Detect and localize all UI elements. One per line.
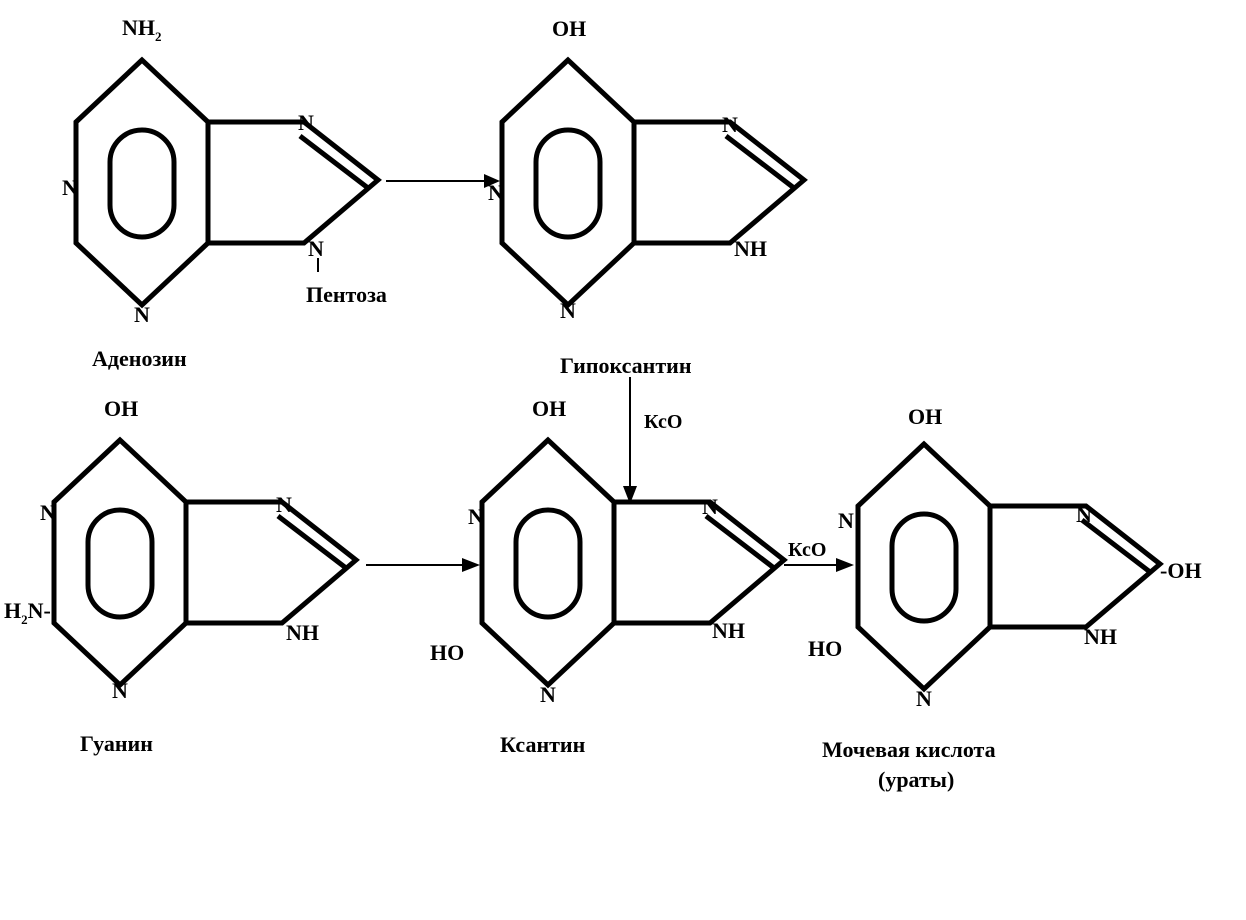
- xanthine-n1: N: [468, 504, 484, 529]
- adenosine-n7: N: [298, 110, 314, 135]
- hypoxanthine-structure: OH N N N NH: [488, 16, 804, 323]
- xanthine-hydroxyl: OH: [532, 396, 566, 421]
- hypoxanthine-n7: N: [722, 112, 738, 137]
- enzyme-label-xanthine-uric-acid: КсО: [788, 539, 826, 561]
- xanthine-n7: N: [702, 494, 718, 519]
- uric-acid-hydroxy-right: -OH: [1160, 558, 1202, 583]
- hypoxanthine-n3: N: [560, 298, 576, 323]
- adenosine-pentose: Пентоза: [306, 282, 387, 307]
- uric-acid-hydroxy-left: HO: [808, 636, 842, 661]
- adenosine-n1: N: [62, 175, 78, 200]
- arrow-hypoxanthine-to-xanthine: [623, 377, 637, 504]
- uric-acid-hydroxyl: OH: [908, 404, 942, 429]
- enzyme-label-hypoxanthine-xanthine: КсО: [644, 411, 682, 433]
- uric-acid-n7: N: [1076, 502, 1092, 527]
- xanthine-label: Ксантин: [500, 732, 586, 757]
- adenosine-n9: N: [308, 236, 324, 261]
- xanthine-structure: OH N HO N N NH: [430, 396, 784, 707]
- guanine-nh: NH: [286, 620, 319, 645]
- arrow-adenosine-to-hypoxanthine: [386, 174, 500, 188]
- uric-acid-n1: N: [838, 508, 854, 533]
- adenosine-structure: NH2 N N N N Пентоза: [62, 15, 387, 327]
- uric-acid-nh: NH: [1084, 624, 1117, 649]
- uric-acid-n3: N: [916, 686, 932, 711]
- arrow-guanine-to-xanthine: [366, 558, 480, 572]
- xanthine-nh: NH: [712, 618, 745, 643]
- guanine-label: Гуанин: [80, 731, 153, 756]
- guanine-amino: H2N-: [4, 598, 51, 627]
- xanthine-hydroxy: HO: [430, 640, 464, 665]
- uric-acid-label-line1: Мочевая кислота: [822, 737, 996, 762]
- hypoxanthine-hydroxyl: OH: [552, 16, 586, 41]
- hypoxanthine-nh: NH: [734, 236, 767, 261]
- adenosine-label: Аденозин: [92, 346, 187, 371]
- guanine-n7: N: [276, 492, 292, 517]
- guanine-hydroxyl: OH: [104, 396, 138, 421]
- adenosine-n3: N: [134, 302, 150, 327]
- xanthine-n3: N: [540, 682, 556, 707]
- uric-acid-structure: OH N HO N N NH -OH: [808, 404, 1202, 711]
- hypoxanthine-n1: N: [488, 180, 504, 205]
- guanine-structure: OH N H2N- N N NH: [4, 396, 356, 703]
- guanine-n1: N: [40, 500, 56, 525]
- adenosine-amino: NH2: [122, 15, 162, 44]
- hypoxanthine-label: Гипоксантин: [560, 353, 692, 378]
- arrow-xanthine-to-uric-acid: [784, 558, 854, 572]
- guanine-n3: N: [112, 678, 128, 703]
- uric-acid-label-line2: (ураты): [878, 767, 954, 792]
